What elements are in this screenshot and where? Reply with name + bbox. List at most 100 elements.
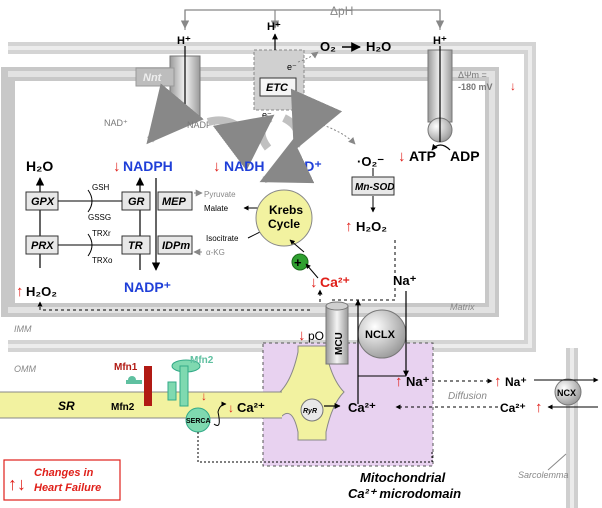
legend-line1: Changes in xyxy=(34,467,94,479)
gssg-label: GSSG xyxy=(88,213,111,222)
h-plus-mid-label: H⁺ xyxy=(267,21,281,33)
mcu-channel xyxy=(325,301,349,365)
po-down-arrow: ↓ xyxy=(298,327,306,344)
idpm-label: IDPm xyxy=(162,240,190,252)
mfn1-protein xyxy=(126,366,152,406)
h-plus-left-label: H⁺ xyxy=(177,35,191,47)
atp-synthase xyxy=(427,46,453,143)
microdomain-title-1: Mitochondrial xyxy=(360,470,446,485)
mfn2-protein xyxy=(167,359,201,407)
nad-plus-label: NAD⁺ xyxy=(284,158,322,174)
akg-label: α-KG xyxy=(206,248,225,257)
imm-label: IMM xyxy=(14,324,32,334)
mn-sod-label: Mn-SOD xyxy=(355,182,394,193)
diffusion-label: Diffusion xyxy=(448,391,487,402)
legend: ↑ ↓ Changes in Heart Failure xyxy=(3,459,121,501)
electron-top-label: e⁻ xyxy=(287,62,297,72)
mcu-label: MCU xyxy=(334,332,345,355)
isocitrate-label: Isocitrate xyxy=(206,234,239,243)
gsh-label: GSH xyxy=(92,183,110,192)
h2o2-right-up-arrow: ↑ xyxy=(345,218,353,235)
h2o2-left-label: H₂O₂ xyxy=(26,284,57,299)
nadph-label: NADPH xyxy=(123,158,173,174)
inner-mitochondrial-membrane xyxy=(1,67,499,317)
adp-label: ADP xyxy=(450,148,480,164)
ca-micro-label: Ca²⁺ xyxy=(348,400,376,415)
gr-label: GR xyxy=(128,196,145,208)
delta-psi-label: ΔΨm = xyxy=(458,70,487,80)
nadph-down-arrow: ↓ xyxy=(113,158,121,175)
microdomain-title-2: Ca²⁺ microdomain xyxy=(348,486,461,501)
prx-label: PRX xyxy=(31,240,54,252)
omm-label: OMM xyxy=(14,364,36,374)
na-matrix-label: Na⁺ xyxy=(393,273,417,288)
legend-down-arrow: ↓ xyxy=(17,474,26,494)
ncx-label: NCX xyxy=(557,388,576,398)
gpx-label: GPX xyxy=(31,196,55,208)
ncx-exchanger xyxy=(554,378,582,406)
na-micro-label: Na⁺ xyxy=(406,374,430,389)
trx-o-label: TRXo xyxy=(92,256,113,265)
h-plus-right-label: H⁺ xyxy=(433,35,447,47)
etc-label: ETC xyxy=(266,82,289,94)
legend-line2: Heart Failure xyxy=(34,482,101,494)
h2o-top-label: H₂O xyxy=(366,39,391,54)
krebs-line2: Cycle xyxy=(268,217,300,231)
atp-down-arrow: ↓ xyxy=(398,148,406,165)
tr-label: TR xyxy=(128,240,143,252)
activation-plus-icon xyxy=(291,253,309,271)
ca-cyto-up-arrow: ↑ xyxy=(535,399,543,416)
delta-ph-bracket: ΔpH xyxy=(180,4,445,30)
ca-sr-label: Ca²⁺ xyxy=(237,400,265,415)
na-micro-up-arrow: ↑ xyxy=(395,373,403,390)
nadp-plus-big-label: NADP⁺ xyxy=(124,279,171,295)
ryr-label: RyR xyxy=(303,408,317,415)
mep-label: MEP xyxy=(162,196,187,208)
etc-box xyxy=(259,77,297,97)
mfn2-mid-label: Mfn2 xyxy=(111,402,135,413)
trx-r-label: TRXr xyxy=(92,229,111,238)
atp-label: ATP xyxy=(409,148,436,164)
mfn1-label: Mfn1 xyxy=(114,362,138,373)
ca-sr-down-arrow: ↓ xyxy=(228,401,234,415)
serca-down-arrow: ↓ xyxy=(201,389,207,403)
idpm-box xyxy=(157,235,193,255)
serca-label: SERCA xyxy=(186,418,211,425)
po-label: pO xyxy=(308,329,324,343)
nclx-label: NCLX xyxy=(365,329,396,341)
nadp-plus-small-label: NADP⁺ xyxy=(187,120,217,130)
sr-label: SR xyxy=(58,399,75,413)
enzyme-boxes: GPX GR MEP PRX TR IDPm Mn-SOD xyxy=(25,176,395,255)
na-cyto-up-arrow: ↑ xyxy=(494,373,502,390)
legend-up-arrow: ↑ xyxy=(8,474,17,494)
ca-cyto-label: Ca²⁺ xyxy=(500,401,526,415)
h2o-left-label: H₂O xyxy=(26,158,53,174)
superoxide-label: ·O₂⁻ xyxy=(357,154,384,169)
nadh-label: NADH xyxy=(224,158,264,174)
sarcolemma-label: Sarcolemma xyxy=(518,470,569,480)
na-cyto-label: Na⁺ xyxy=(505,375,527,389)
h2o2-right-label: H₂O₂ xyxy=(356,219,387,234)
ca-matrix-up-arrow: ↓ xyxy=(310,274,318,291)
nadh-down-arrow: ↓ xyxy=(213,158,221,175)
delta-psi-down-arrow: ↓ xyxy=(510,79,516,93)
o2-label: O₂ xyxy=(320,39,336,54)
matrix-label: Matrix xyxy=(450,302,475,312)
nad-plus-small-label: NAD⁺ xyxy=(104,118,128,128)
pyruvate-label: Pyruvate xyxy=(204,190,236,199)
krebs-line1: Krebs xyxy=(269,203,303,217)
plus-label: + xyxy=(294,255,302,270)
ca-matrix-label: Ca²⁺ xyxy=(320,274,350,290)
mfn2-top-label: Mfn2 xyxy=(190,355,214,366)
nnt-label: Nnt xyxy=(143,72,163,84)
krebs-cycle xyxy=(255,189,313,247)
mn-sod-box xyxy=(351,176,395,196)
ryr-channel xyxy=(300,398,324,422)
mep-box xyxy=(157,191,193,211)
delta-ph-label: ΔpH xyxy=(330,4,353,18)
delta-psi-value: -180 mV xyxy=(458,82,493,92)
malate-label: Malate xyxy=(204,204,229,213)
h2o2-left-up-arrow: ↑ xyxy=(16,283,24,300)
